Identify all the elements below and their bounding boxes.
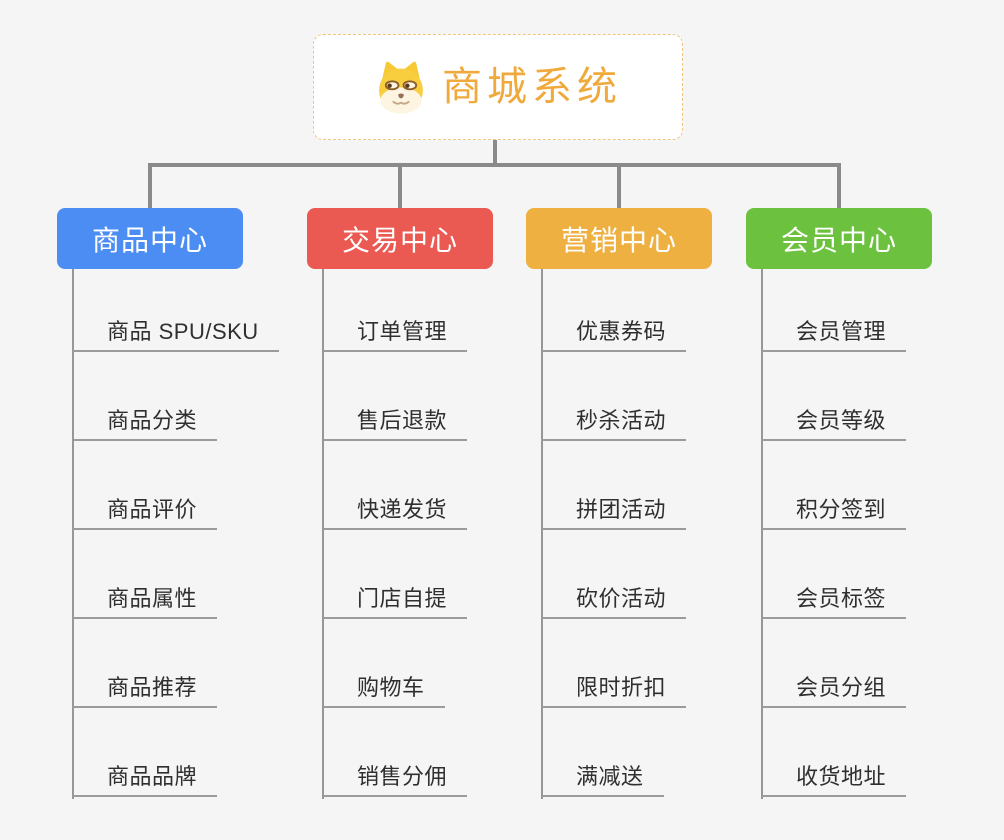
child-item[interactable]: 订单管理 bbox=[323, 269, 468, 352]
child-item-label: 购物车 bbox=[357, 674, 425, 700]
branch-label: 交易中心 bbox=[341, 224, 458, 256]
branch-spine-line bbox=[72, 269, 74, 799]
child-item[interactable]: 商品品牌 bbox=[73, 708, 218, 797]
child-item-label: 会员等级 bbox=[796, 407, 887, 433]
child-item[interactable]: 门店自提 bbox=[323, 530, 468, 619]
child-item[interactable]: 收货地址 bbox=[762, 708, 907, 797]
branch-connector-bar bbox=[148, 163, 841, 167]
child-item-label: 销售分佣 bbox=[357, 763, 448, 789]
child-item[interactable]: 商品 SPU/SKU bbox=[73, 269, 279, 352]
branch-children: 会员管理会员等级积分签到会员标签会员分组收货地址 bbox=[762, 269, 907, 797]
child-item[interactable]: 会员分组 bbox=[762, 619, 907, 708]
child-item[interactable]: 商品评价 bbox=[73, 441, 218, 530]
child-item-label: 商品 SPU/SKU bbox=[107, 318, 259, 344]
branch-spine-line bbox=[761, 269, 763, 799]
child-item[interactable]: 限时折扣 bbox=[542, 619, 687, 708]
child-item-label: 会员标签 bbox=[796, 585, 887, 611]
child-item-label: 订单管理 bbox=[357, 318, 448, 344]
root-title: 商城系统 bbox=[442, 65, 622, 109]
child-item-label: 拼团活动 bbox=[576, 496, 667, 522]
doge-icon bbox=[374, 60, 428, 114]
child-item[interactable]: 会员等级 bbox=[762, 352, 907, 441]
child-item-label: 快递发货 bbox=[357, 496, 448, 522]
branch-spine-line bbox=[541, 269, 543, 799]
drop-connector-line bbox=[617, 163, 621, 209]
drop-connector-line bbox=[398, 163, 402, 209]
child-item[interactable]: 销售分佣 bbox=[323, 708, 468, 797]
branch-4: 会员中心会员管理会员等级积分签到会员标签会员分组收货地址 bbox=[746, 208, 932, 799]
child-item-label: 满减送 bbox=[576, 763, 644, 789]
branch-children: 优惠券码秒杀活动拼团活动砍价活动限时折扣满减送 bbox=[542, 269, 687, 797]
child-item[interactable]: 购物车 bbox=[323, 619, 445, 708]
branch-box[interactable]: 会员中心 bbox=[746, 208, 932, 269]
child-item[interactable]: 商品推荐 bbox=[73, 619, 218, 708]
root-connector-line bbox=[493, 140, 497, 165]
branch-3: 营销中心优惠券码秒杀活动拼团活动砍价活动限时折扣满减送 bbox=[526, 208, 712, 799]
child-item-label: 商品推荐 bbox=[107, 674, 198, 700]
child-item-label: 积分签到 bbox=[796, 496, 887, 522]
child-item[interactable]: 快递发货 bbox=[323, 441, 468, 530]
child-item-label: 商品评价 bbox=[107, 496, 198, 522]
child-item[interactable]: 优惠券码 bbox=[542, 269, 687, 352]
drop-connector-line bbox=[148, 163, 152, 209]
child-item[interactable]: 积分签到 bbox=[762, 441, 907, 530]
branch-box[interactable]: 商品中心 bbox=[57, 208, 243, 269]
child-item-label: 秒杀活动 bbox=[576, 407, 667, 433]
branch-1: 商品中心商品 SPU/SKU 商品分类商品评价商品属性商品推荐商品品牌 bbox=[57, 208, 279, 799]
child-item-label: 商品属性 bbox=[107, 585, 198, 611]
child-item[interactable]: 秒杀活动 bbox=[542, 352, 687, 441]
drop-connector-line bbox=[837, 163, 841, 209]
child-item[interactable]: 满减送 bbox=[542, 708, 664, 797]
child-item-label: 收货地址 bbox=[796, 763, 887, 789]
branch-label: 营销中心 bbox=[560, 224, 677, 256]
branch-box[interactable]: 交易中心 bbox=[307, 208, 493, 269]
child-item-label: 售后退款 bbox=[357, 407, 448, 433]
child-item[interactable]: 砍价活动 bbox=[542, 530, 687, 619]
child-item[interactable]: 商品属性 bbox=[73, 530, 218, 619]
child-item[interactable]: 会员标签 bbox=[762, 530, 907, 619]
branch-2: 交易中心订单管理售后退款快递发货门店自提购物车销售分佣 bbox=[307, 208, 493, 799]
child-item-label: 砍价活动 bbox=[576, 585, 667, 611]
child-item-label: 会员分组 bbox=[796, 674, 887, 700]
child-item-label: 会员管理 bbox=[796, 318, 887, 344]
branch-children: 商品 SPU/SKU 商品分类商品评价商品属性商品推荐商品品牌 bbox=[73, 269, 279, 797]
branch-label: 商品中心 bbox=[91, 224, 208, 256]
child-item-label: 优惠券码 bbox=[576, 318, 667, 344]
child-item-label: 商品分类 bbox=[107, 407, 198, 433]
branch-label: 会员中心 bbox=[780, 224, 897, 256]
child-item-label: 商品品牌 bbox=[107, 763, 198, 789]
branch-spine-line bbox=[322, 269, 324, 799]
child-item-label: 门店自提 bbox=[357, 585, 448, 611]
branch-box[interactable]: 营销中心 bbox=[526, 208, 712, 269]
child-item[interactable]: 售后退款 bbox=[323, 352, 468, 441]
child-item[interactable]: 商品分类 bbox=[73, 352, 218, 441]
child-item[interactable]: 会员管理 bbox=[762, 269, 907, 352]
root-node[interactable]: 商城系统 bbox=[313, 34, 683, 140]
branch-children: 订单管理售后退款快递发货门店自提购物车销售分佣 bbox=[323, 269, 468, 797]
child-item[interactable]: 拼团活动 bbox=[542, 441, 687, 530]
child-item-label: 限时折扣 bbox=[576, 674, 667, 700]
